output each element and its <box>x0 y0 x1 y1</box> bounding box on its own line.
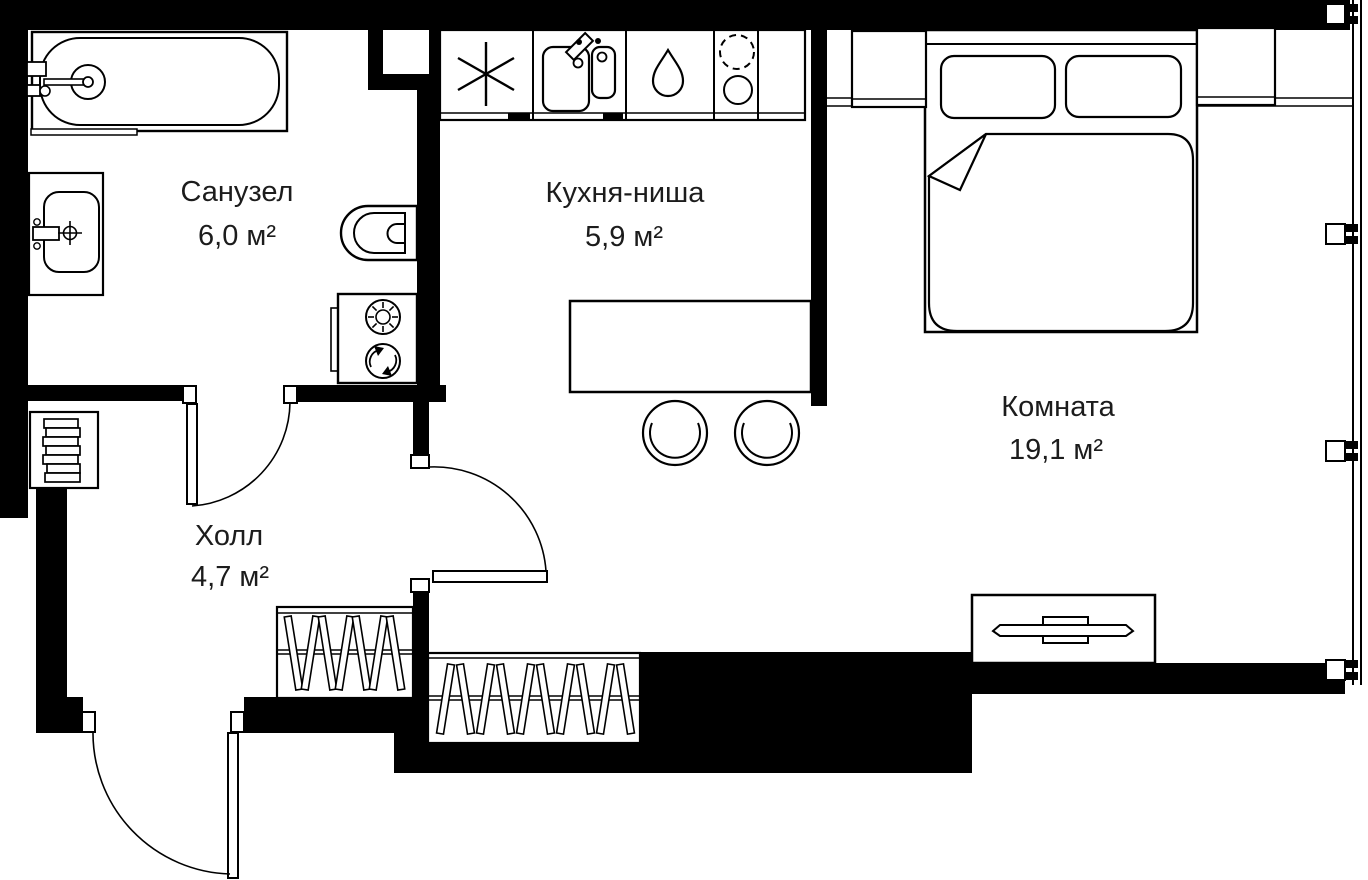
shoe-rack <box>28 410 100 490</box>
blanket <box>927 132 1195 333</box>
wall-hall-corner <box>36 697 83 733</box>
wardrobe-hangers <box>283 614 406 692</box>
tv-dresser <box>970 593 1157 665</box>
bathroom-door <box>182 385 298 507</box>
window-wall <box>1352 0 1362 685</box>
tv-screen <box>991 624 1135 637</box>
wall-hall-left <box>36 487 67 702</box>
entrance-door <box>81 711 245 879</box>
wall-top <box>0 0 1350 30</box>
wall-niche-bottom <box>368 74 440 90</box>
hall-area: 4,7 м² <box>191 561 269 593</box>
door-swing-arc <box>428 466 547 572</box>
door-leaf <box>227 732 239 879</box>
door-jamb-marker <box>230 711 245 733</box>
bathtub-handle <box>43 78 87 86</box>
stool <box>733 399 801 467</box>
nightstand-right <box>1195 26 1277 107</box>
pillow <box>939 54 1057 120</box>
window-mullions <box>1325 3 1358 681</box>
door-leaf <box>432 570 548 583</box>
door-leaf <box>186 403 198 505</box>
dining-table <box>568 299 813 394</box>
counter-tab <box>603 113 623 120</box>
wall-bath-bottom-right <box>297 385 446 402</box>
bath-faucet <box>26 61 47 77</box>
wall-bottom-right-band <box>972 663 1345 694</box>
bathroom-area: 6,0 м² <box>198 220 276 252</box>
wall-kitchen-room-divider <box>811 28 827 406</box>
counter-tab <box>508 113 530 120</box>
door-jamb-marker <box>81 711 96 733</box>
door-swing-arc <box>92 730 231 875</box>
window-mullion-1 <box>1325 3 1358 25</box>
double-bed <box>923 28 1199 334</box>
wall-hall-bottom <box>244 697 428 733</box>
sink-basin-main <box>541 45 591 113</box>
living-name: Комната <box>1001 391 1115 423</box>
window-mullion-2 <box>1325 223 1358 245</box>
window-mullion-4 <box>1325 659 1358 681</box>
bath-valve <box>26 84 41 97</box>
toilet-bowl <box>353 212 406 254</box>
wardrobe-hangers <box>435 662 636 736</box>
walls <box>0 0 1350 773</box>
pillow <box>1064 54 1183 119</box>
wall-left <box>0 28 28 518</box>
kitchen-sink <box>541 31 617 113</box>
wardrobe-main <box>426 651 642 745</box>
living-area: 19,1 м² <box>1009 434 1103 466</box>
sink-faucet-body <box>32 226 60 241</box>
room-labels: Санузел 6,0 м² Кухня-ниша 5,9 м² Комната… <box>181 176 1116 593</box>
water-drop-symbol <box>651 47 685 98</box>
washer-dryer <box>330 292 419 385</box>
blanket-fold <box>926 133 987 192</box>
kitchen-area: 5,9 м² <box>585 221 663 253</box>
wall-kitchen-door-jamb-upper <box>413 400 429 457</box>
bathroom-name: Санузел <box>181 176 294 208</box>
wall-bath-bottom-left <box>24 385 188 401</box>
nightstand-left <box>850 29 928 109</box>
cooktop <box>719 34 755 105</box>
bathroom-sink <box>27 171 105 297</box>
wall-kitchen-door-jamb-lower <box>413 591 429 733</box>
window-mullion-3 <box>1325 440 1358 462</box>
bath-screen <box>30 128 138 136</box>
bathtub <box>26 30 289 133</box>
bathtub-inner <box>39 37 280 126</box>
door-jamb-marker <box>410 454 430 469</box>
hood-symbol <box>457 42 515 106</box>
kitchen-door <box>410 454 548 593</box>
wardrobe-hall <box>275 605 415 700</box>
toilet-flush <box>386 223 406 244</box>
hall-name: Холл <box>195 520 263 552</box>
toilet <box>339 204 419 262</box>
door-jamb-marker <box>283 385 298 404</box>
door-jamb-marker <box>410 578 430 593</box>
kitchen-name: Кухня-ниша <box>546 177 706 209</box>
stool <box>641 399 709 467</box>
door-swing-arc <box>191 401 291 507</box>
sink-faucet <box>564 31 595 62</box>
wall-niche-right <box>429 28 440 74</box>
door-jamb-marker <box>182 385 197 404</box>
wall-bath-kitchen-divider <box>417 88 440 402</box>
